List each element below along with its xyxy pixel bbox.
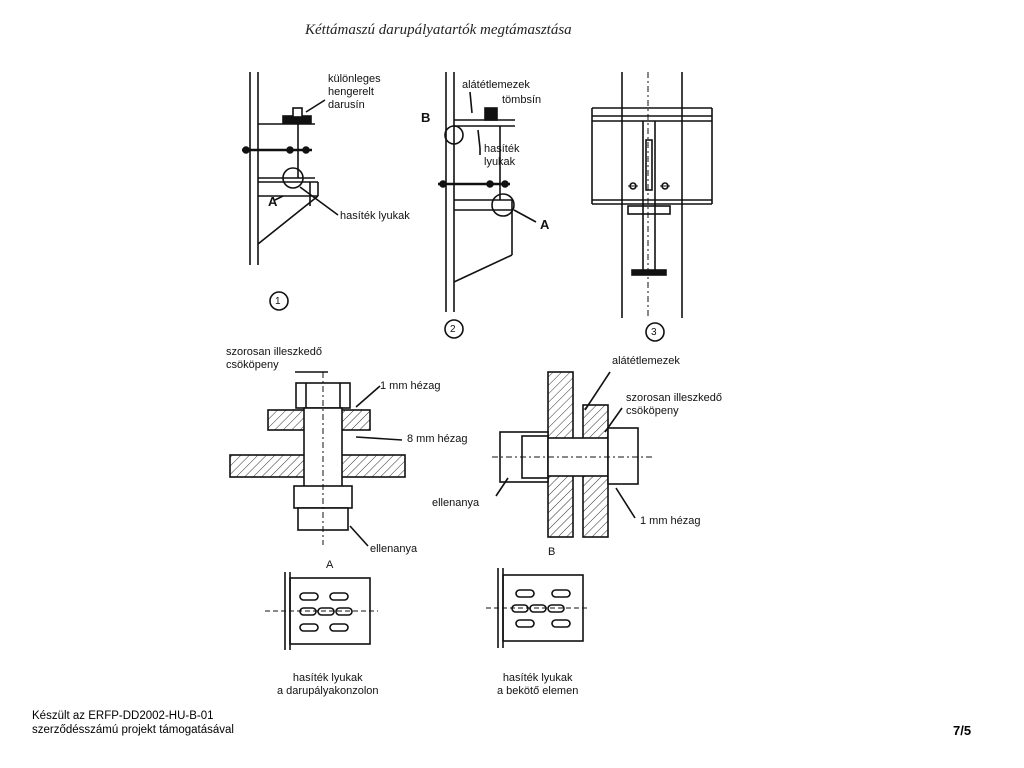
detail-a-gap8-label: 8 mm hézag — [407, 433, 468, 445]
page-number: 7/5 — [953, 723, 972, 738]
figure-3-drawing — [591, 72, 713, 342]
fig1-number: 1 — [275, 296, 281, 307]
detail-a-gap1-label: 1 mm hézag — [380, 380, 441, 392]
detail-b-locknut-label: ellenanya — [432, 497, 480, 509]
figure-1-drawing — [242, 72, 339, 311]
plate-a-drawing — [265, 572, 378, 650]
detail-a-locknut-label: ellenanya — [370, 543, 418, 555]
detail-b-caption: B — [548, 546, 556, 558]
fig3-number: 3 — [651, 327, 657, 338]
fig1-slots-label: hasíték lyukak — [340, 210, 410, 222]
detail-a-caption: A — [326, 559, 334, 571]
fig1-rail-label: különleges hengerelt darusín — [328, 73, 381, 111]
plate-a-caption: hasíték lyukak a darupályakonzolon — [277, 672, 379, 697]
detail-b-sleeve-label: szorosan illeszkedő csököpeny — [626, 392, 722, 417]
footer-line-1: Készült az ERFP-DD2002-HU-B-01 — [32, 710, 214, 722]
detail-b-drawing — [492, 371, 655, 538]
plate-b-drawing — [486, 568, 588, 648]
detail-a-drawing — [229, 371, 406, 547]
fig2-slots-label: hasíték lyukak — [484, 143, 520, 168]
figure-2-drawing — [438, 72, 537, 339]
fig1-detail-a-label: A — [268, 194, 278, 209]
page-title: Kéttámaszú darupályatartók megtámasztása — [305, 22, 572, 38]
footer-line-2: szerződésszámú projekt támogatásával — [32, 724, 234, 736]
detail-a-sleeve-label: szorosan illeszkedő csököpeny — [226, 346, 322, 371]
footer-note: Készült az ERFP-DD2002-HU-B-01 szerződés… — [32, 709, 234, 737]
fig2-number: 2 — [450, 324, 456, 335]
fig2-detail-b-label: B — [421, 110, 431, 125]
plate-b-caption: hasíték lyukak a bekötő elemen — [497, 672, 579, 697]
detail-b-gap1-label: 1 mm hézag — [640, 515, 701, 527]
fig2-block-label: tömbsín — [502, 94, 542, 106]
detail-b-shims-label: alátétlemezek — [612, 355, 680, 367]
fig2-shims-label: alátétlemezek — [462, 79, 530, 91]
fig2-detail-a-label: A — [540, 217, 550, 232]
